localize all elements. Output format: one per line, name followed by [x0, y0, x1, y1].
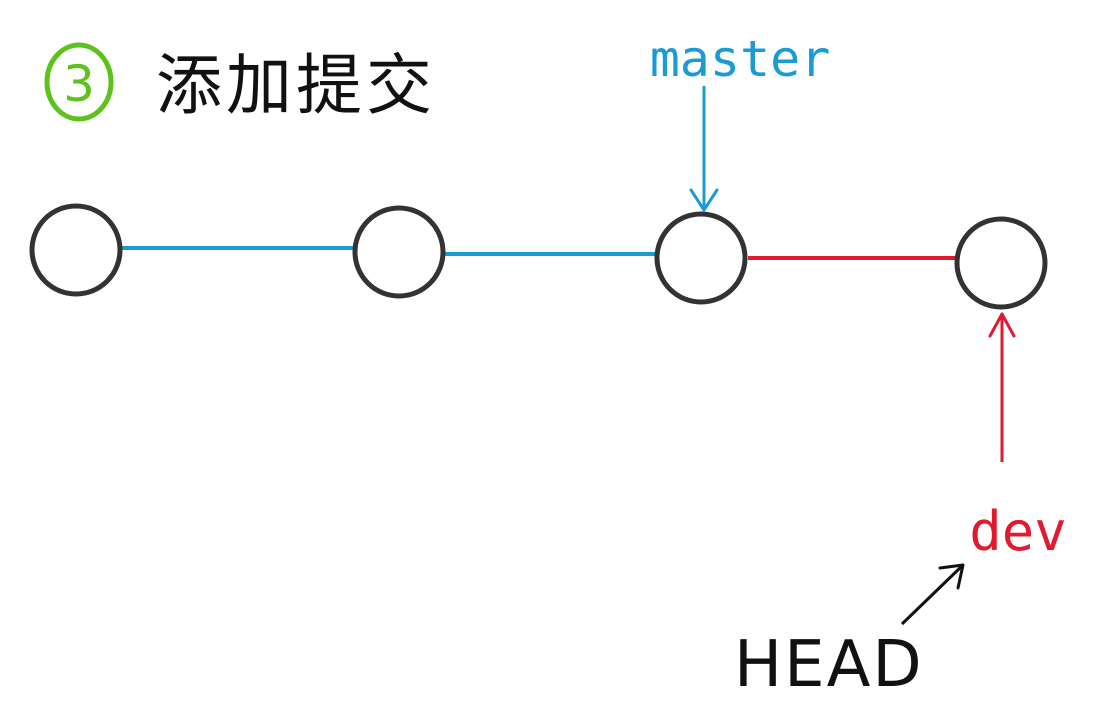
commit-node [954, 216, 1048, 310]
step-badge-circle [44, 42, 114, 122]
master-label: master [650, 30, 831, 88]
commit-node [654, 211, 748, 305]
step-number: 3 [63, 55, 95, 113]
commit-node [29, 203, 123, 297]
commit-node [352, 205, 446, 299]
head-label: HEAD [734, 628, 924, 702]
dev-label: dev [969, 500, 1067, 563]
master-arrow [689, 86, 719, 212]
step-title: 添加提交 [156, 47, 436, 124]
dev-arrow [988, 312, 1016, 462]
head-arrow [900, 563, 965, 626]
step-badge: 3 [44, 42, 114, 122]
